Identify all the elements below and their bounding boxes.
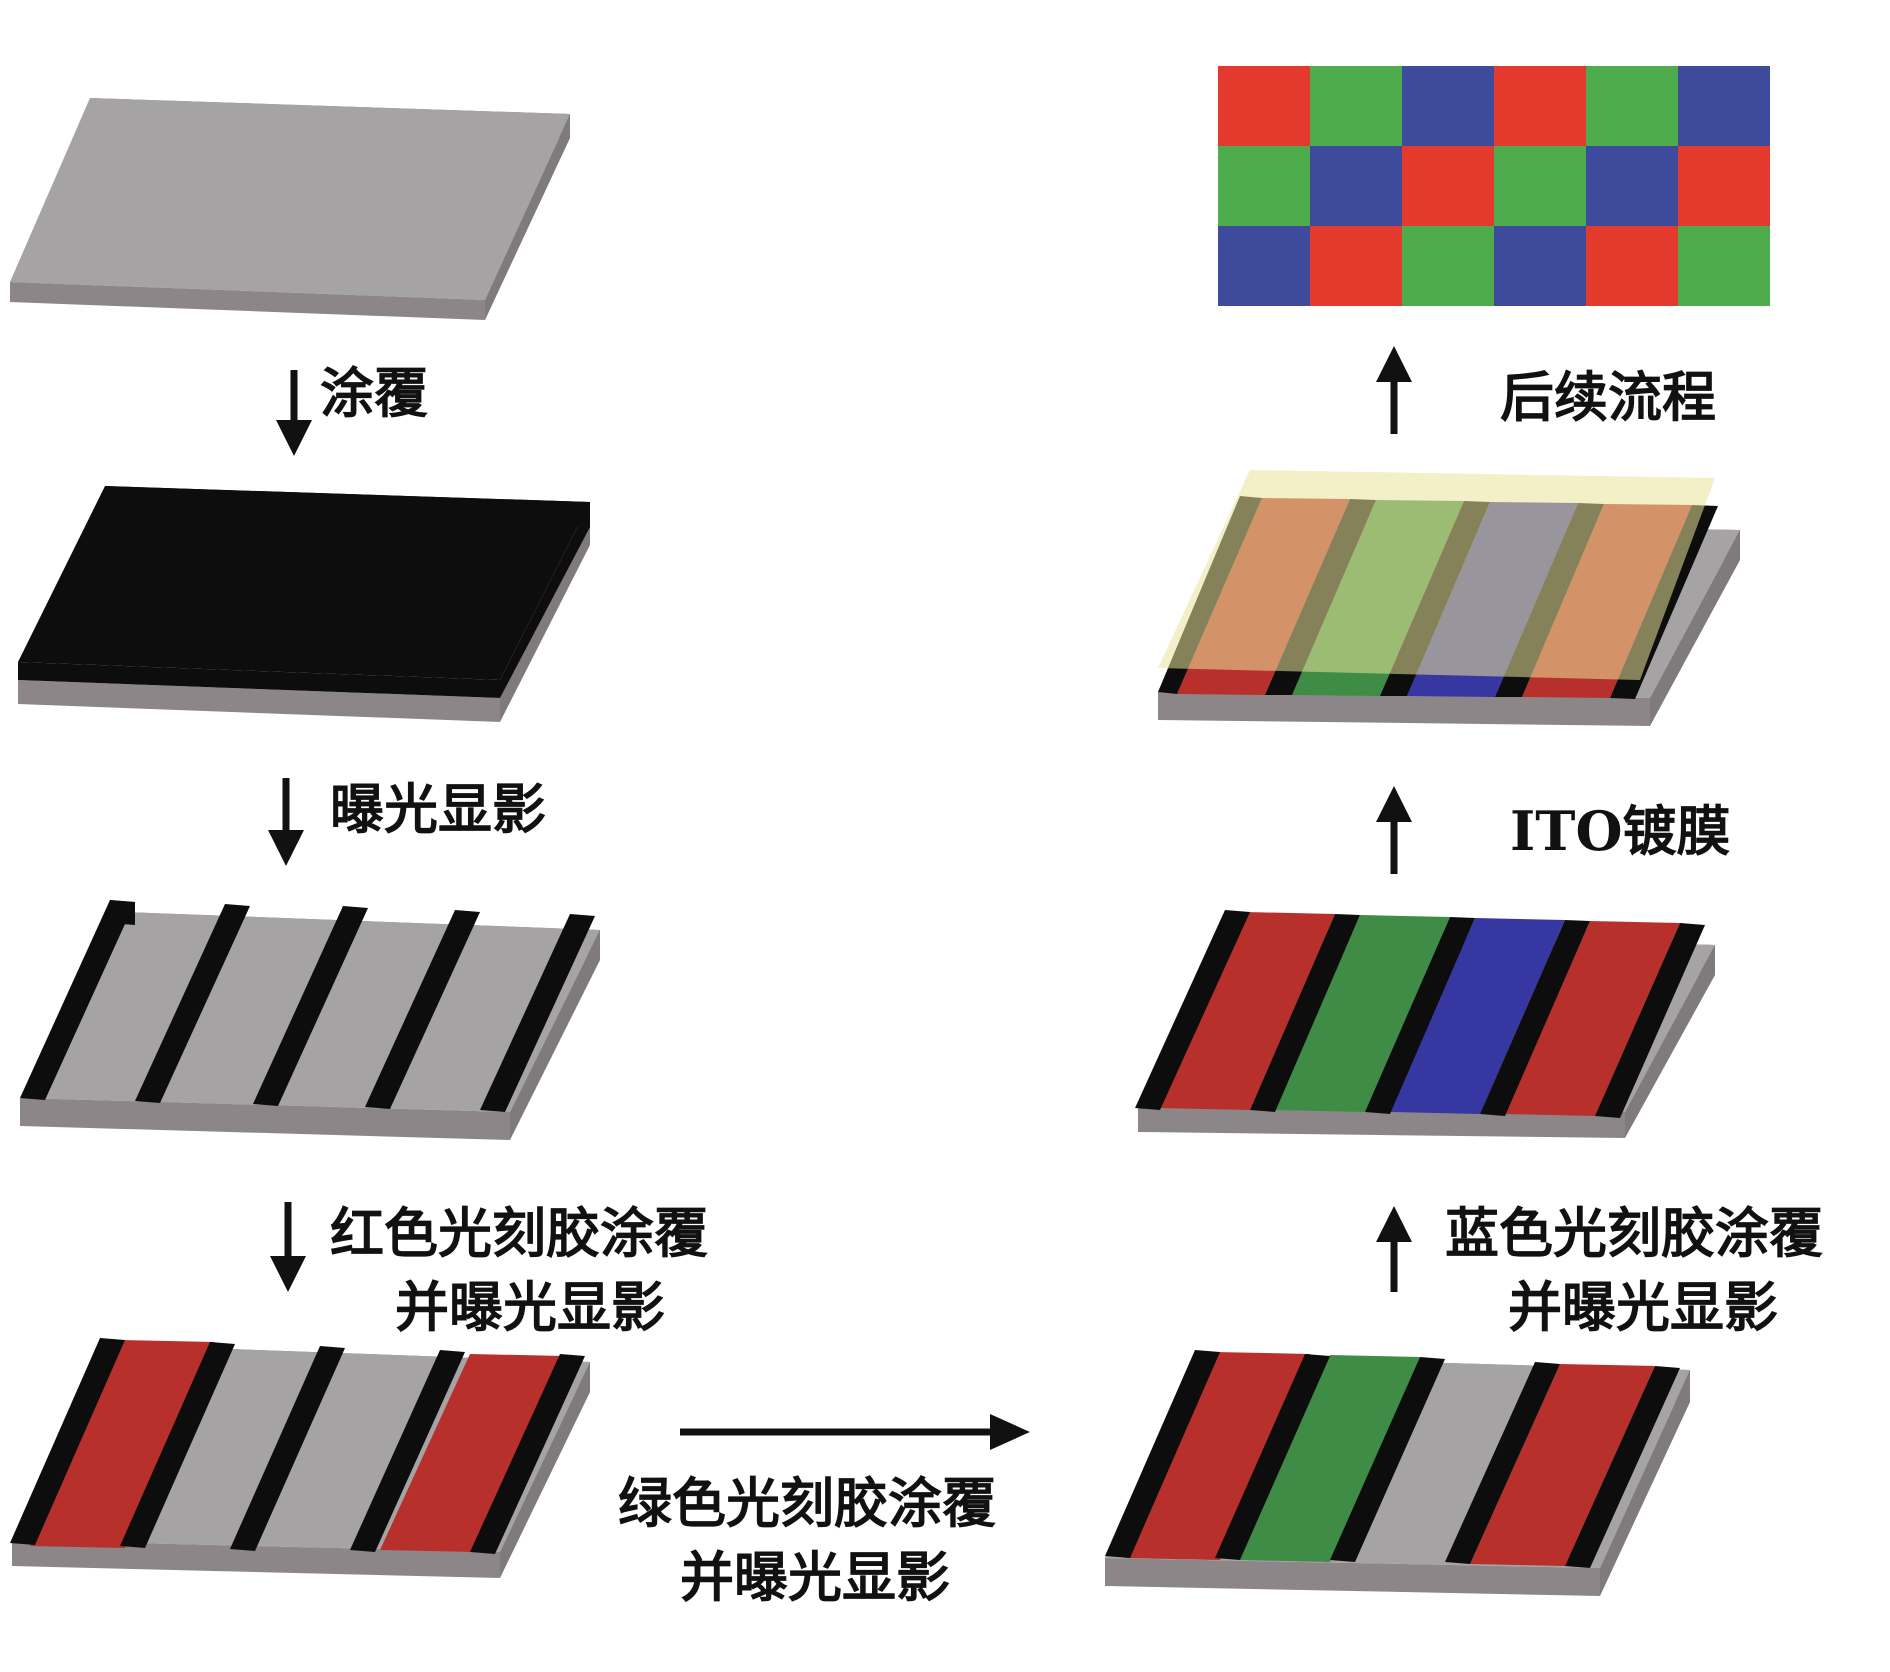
down-arrow-red <box>270 1202 306 1292</box>
mosaic-cell-red <box>1402 146 1494 226</box>
up-arrow-post <box>1376 346 1412 434</box>
mosaic-cell-green <box>1586 66 1678 146</box>
up-arrow-ito <box>1376 786 1412 874</box>
rgb-filter-plate <box>1135 910 1715 1138</box>
substrate-plate <box>10 98 570 320</box>
mosaic-cell-green <box>1402 226 1494 306</box>
mosaic-cell-blue <box>1310 146 1402 226</box>
mosaic-cell-red <box>1310 226 1402 306</box>
mosaic-cell-red <box>1678 146 1770 226</box>
label-coating: 涂覆 <box>320 361 428 425</box>
label-green-line2: 并曝光显影 <box>680 1545 950 1609</box>
label-red-line2: 并曝光显影 <box>395 1275 665 1339</box>
mosaic-cell-blue <box>1494 226 1586 306</box>
mosaic-cell-green <box>1494 146 1586 226</box>
label-ito: ITO镀膜 <box>1510 799 1731 863</box>
label-blue-line2: 并曝光显影 <box>1508 1275 1778 1339</box>
label-red-line1: 红色光刻胶涂覆 <box>330 1201 708 1265</box>
mosaic-cell-green <box>1678 226 1770 306</box>
black-matrix-plate <box>20 900 600 1140</box>
color-filter-mosaic <box>1218 66 1770 306</box>
mosaic-cell-green <box>1310 66 1402 146</box>
up-arrow-blue <box>1376 1206 1412 1292</box>
mosaic-cell-red <box>1218 66 1310 146</box>
ito-coated-plate <box>1158 470 1740 726</box>
mosaic-cell-blue <box>1678 66 1770 146</box>
mosaic-cell-blue <box>1402 66 1494 146</box>
black-coated-plate <box>18 486 590 722</box>
red-green-filter-plate <box>1105 1350 1690 1596</box>
down-arrow-coating <box>276 370 312 456</box>
mosaic-cell-blue <box>1586 146 1678 226</box>
label-post-process: 后续流程 <box>1500 365 1716 429</box>
label-green-line1: 绿色光刻胶涂覆 <box>618 1471 996 1535</box>
label-expose-develop: 曝光显影 <box>330 777 546 841</box>
down-arrow-expose <box>268 778 304 866</box>
red-filter-plate <box>10 1338 590 1578</box>
right-arrow-green <box>680 1414 1030 1450</box>
mosaic-cell-red <box>1494 66 1586 146</box>
mosaic-cell-blue <box>1218 226 1310 306</box>
mosaic-cell-green <box>1218 146 1310 226</box>
mosaic-cell-red <box>1586 226 1678 306</box>
label-blue-line1: 蓝色光刻胶涂覆 <box>1445 1201 1823 1265</box>
